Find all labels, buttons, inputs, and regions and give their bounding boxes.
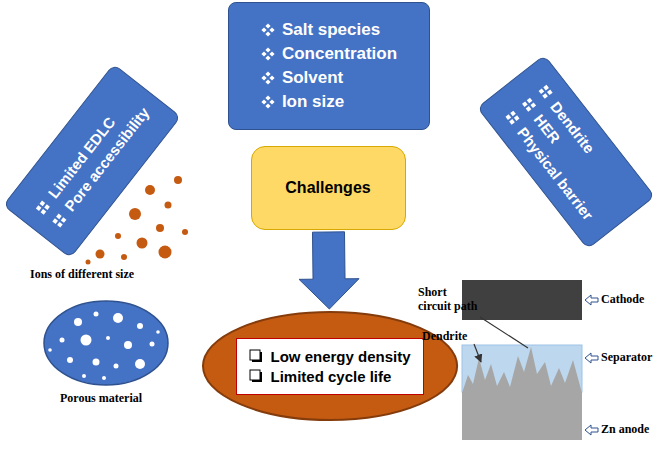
text-row: Ion size [261,92,397,112]
node-text: Solvent [282,68,343,88]
text-row: Concentration [261,44,397,64]
text-row: Solvent [261,68,397,88]
leader-arrow [474,344,481,362]
separator-layer [462,345,582,392]
text-row: Salt species [261,20,397,40]
porous-material [44,301,168,385]
bullet-symbol [503,108,523,128]
bullet-symbol [49,210,69,230]
bullet-symbol [261,95,275,109]
outcome-ellipse: Low energy densityLimited cycle life [201,310,459,422]
factor-box: Salt speciesConcentrationSolventIon size [228,2,430,130]
cathode-plate [462,280,582,320]
illustration-label: Porous material [60,392,170,406]
text-row: Limited cycle life [249,368,410,385]
leader-line [480,317,528,348]
node-text: Concentration [282,44,397,64]
node-text: Ion size [282,92,344,112]
illustration-label: Ions of different size [30,268,170,282]
bullet-symbol [261,47,275,61]
callout-label: Short circuit path [418,286,480,314]
dendrite-growth [462,347,582,393]
bullet-symbol [536,82,556,102]
text-row: Challenges [285,179,370,197]
challenge-box: DendriteHERPhysical barrier [477,55,656,250]
node-text: Low energy density [270,348,410,365]
node-text: Limited cycle life [270,368,391,385]
bullet-symbol [261,23,275,37]
node-text: Challenges [285,179,370,197]
callout-label: Dendrite [422,330,474,344]
block-arrow [299,232,359,309]
text-row: Low energy density [249,348,410,365]
bullet-symbol [261,71,275,85]
text-group: Challenges [285,175,370,201]
bullet-symbol [249,369,263,383]
challenges-box: Challenges [251,146,406,230]
part-label: Separator [601,351,659,365]
text-panel: Low energy densityLimited cycle life [236,338,423,395]
zn-anode-plate [462,392,582,440]
part-label: Cathode [601,293,659,307]
part-label: Zn anode [601,423,659,437]
node-text: Salt species [282,20,380,40]
bullet-symbol [249,349,263,363]
text-group: Salt speciesConcentrationSolventIon size [261,16,397,116]
bullet-symbol [519,95,539,115]
pointer-arrows [585,295,598,435]
text-group: DendriteHERPhysical barrier [498,79,633,226]
challenge-box: Limited EDLCPore accessibility [3,64,182,259]
bullet-symbol [33,197,53,217]
